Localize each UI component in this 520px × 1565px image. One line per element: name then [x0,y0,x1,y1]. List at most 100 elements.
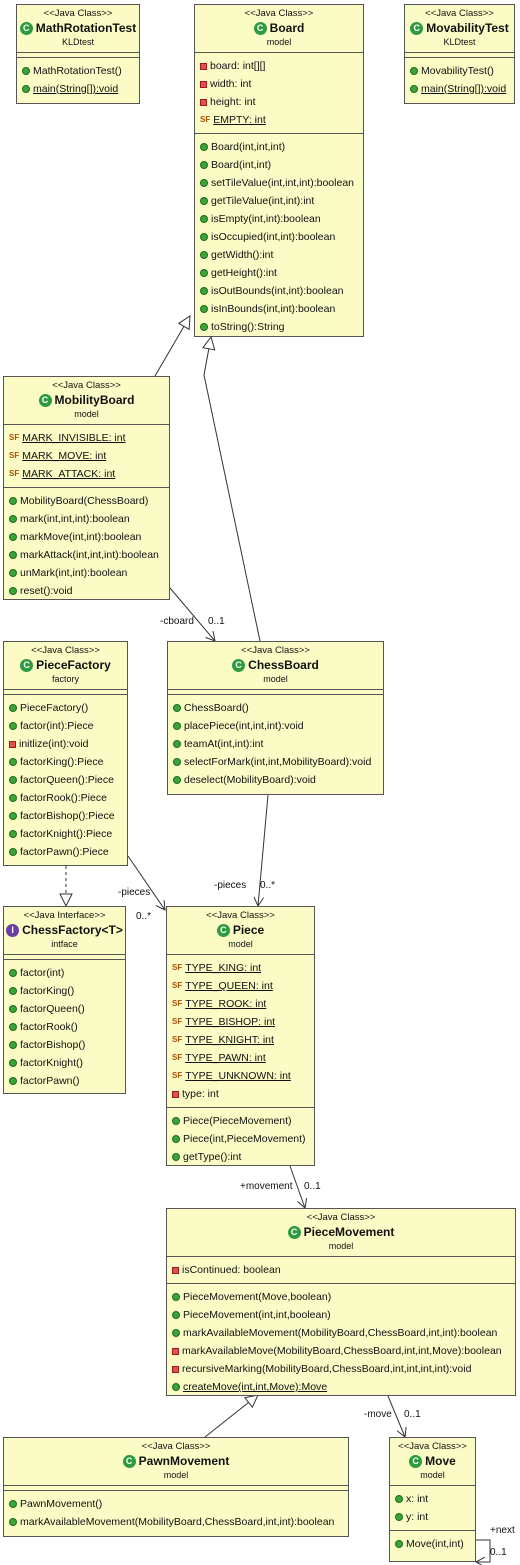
package: model [266,37,292,47]
static-final-icon: SF [9,451,20,460]
public-method-icon [9,587,17,595]
method-section: factor(int) factorKing() factorQueen() f… [4,960,125,1094]
field-row: isContinued: boolean [172,1261,511,1279]
public-method-icon [9,722,17,730]
public-method-icon [173,740,181,748]
class-name: MobilityBoard [54,393,135,407]
public-method-icon [9,533,17,541]
method-section: Piece(PieceMovement) Piece(int,PieceMove… [167,1108,314,1170]
public-method-icon [200,179,208,187]
package: KLDtest [61,37,94,47]
public-method-icon [200,251,208,259]
method-row: unMark(int,int):boolean [9,564,165,582]
method-row: getWidth():int [200,246,359,264]
method-row: factorKing():Piece [9,753,123,771]
static-final-icon: SF [172,981,183,990]
field-section [4,690,127,695]
static-method-icon [410,85,418,93]
static-final-icon: SF [172,1035,183,1044]
field-row: width: int [200,75,359,93]
public-method-icon [9,569,17,577]
stereotype: <<Java Class>> [52,380,121,391]
stereotype: <<Java Class>> [398,1441,467,1452]
method-section: PawnMovement() markAvailableMovement(Mob… [4,1491,348,1535]
method-row: factorKing() [9,982,121,1000]
public-method-icon [200,197,208,205]
move-mult-label: 0..1 [404,1409,421,1420]
field-section [17,53,139,58]
method-row: markAvailableMovement(MobilityBoard,Ches… [172,1324,511,1342]
constructor-icon [22,67,30,75]
static-final-icon: SF [172,999,183,1008]
method-row: toString():String [200,318,359,336]
public-method-icon [9,758,17,766]
method-row: teamAt(int,int):int [173,735,379,753]
factory-pieces-role-label: -pieces [118,887,151,898]
method-row: PieceFactory() [9,699,123,717]
method-row: isOutBounds(int,int):boolean [200,282,359,300]
interface-icon: I [6,923,20,937]
stereotype: <<Java Class>> [425,8,494,19]
abstract-method-icon [9,1077,17,1085]
public-method-icon [200,269,208,277]
method-row: MovabilityTest() [410,62,510,80]
package: intface [51,939,78,949]
field-section: board: int[][] width: int height: int SF… [195,53,363,134]
method-row: factorBishop():Piece [9,807,123,825]
class-icon: C [410,21,424,35]
field-section: isContinued: boolean [167,1257,515,1284]
package: factory [51,674,79,684]
field-section [4,955,125,960]
abstract-method-icon [9,969,17,977]
method-row: getHeight():int [200,264,359,282]
class-icon: C [253,21,267,35]
class-name: Move [425,1454,456,1468]
class-name: PawnMovement [138,1454,230,1468]
class-name: MovabilityTest [426,21,509,35]
abstract-method-icon [9,1023,17,1031]
class-name: Board [269,21,305,35]
public-field-icon [395,1513,403,1521]
private-field-icon [172,1266,179,1274]
abstract-method-icon [9,1059,17,1067]
method-row: PawnMovement() [9,1495,344,1513]
field-row: board: int[][] [200,57,359,75]
method-row: main(String[]):void [410,80,510,98]
edge-piece-movement [289,1165,305,1208]
method-row: factorKnight() [9,1054,121,1072]
method-row: getTileValue(int,int):int [200,192,359,210]
stereotype: <<Java Class>> [306,1212,376,1223]
public-method-icon [9,830,17,838]
edge-chessboard-piece [258,794,269,906]
public-method-icon [200,323,208,331]
constructor-icon [395,1540,403,1548]
edge-movement-move [387,1395,405,1437]
static-final-icon: SF [9,433,20,442]
package: model [420,1470,445,1480]
edge-chessboard-board [204,337,261,642]
method-row: Board(int,int,int) [200,138,359,156]
method-row: initlize(int):void [9,735,123,753]
method-row: createMove(int,int,Move):Move [172,1378,511,1396]
static-method-icon [22,85,30,93]
